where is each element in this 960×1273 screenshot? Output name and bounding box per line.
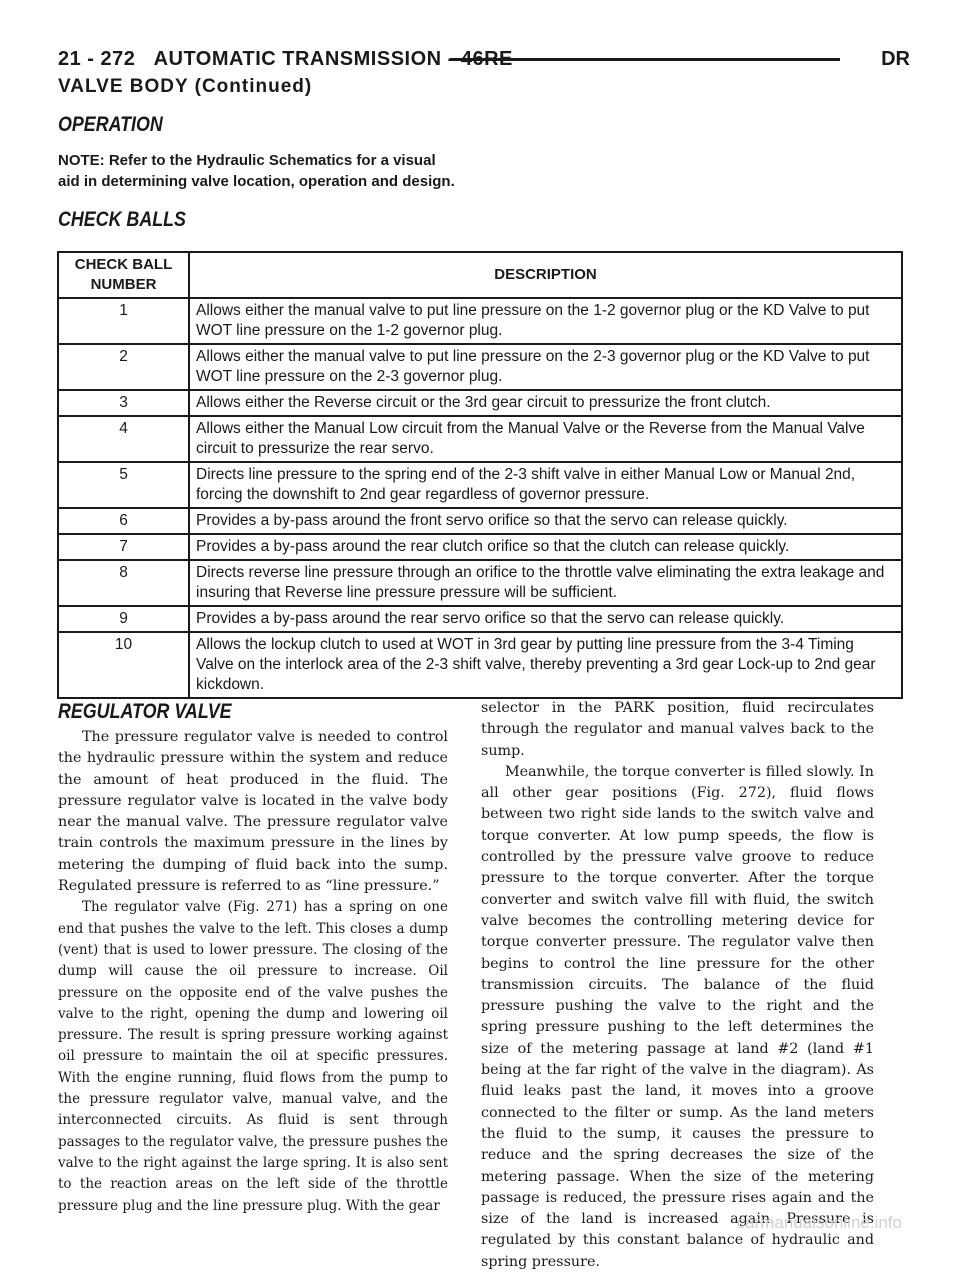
regulator-paragraph-2: The regulator valve (Fig. 271) has a spr… xyxy=(58,899,448,1214)
continued-heading: VALVE BODY (Continued) xyxy=(58,76,313,97)
check-ball-number: 3 xyxy=(57,389,190,417)
check-ball-description: Directs line pressure to the spring end … xyxy=(188,461,903,509)
regulator-paragraph-3: Meanwhile, the torque converter is fille… xyxy=(481,763,875,1270)
check-ball-description: Allows either the manual valve to put li… xyxy=(188,343,903,391)
col-header-description: DESCRIPTION xyxy=(188,251,903,299)
regulator-paragraph-1: The pressure regulator valve is needed t… xyxy=(58,729,448,895)
operation-note: NOTE: Refer to the Hydraulic Schematics … xyxy=(58,152,455,190)
check-ball-number: 10 xyxy=(57,631,190,699)
check-ball-number: 9 xyxy=(57,605,190,633)
check-ball-number: 2 xyxy=(57,343,190,391)
regulator-valve-heading: REGULATOR VALVE xyxy=(58,700,232,723)
col-header-number: CHECK BALL NUMBER xyxy=(57,251,190,299)
check-ball-number: 1 xyxy=(57,297,190,345)
right-column: selector in the PARK position, fluid rec… xyxy=(481,698,874,1273)
check-ball-description: Allows either the Manual Low circuit fro… xyxy=(188,415,903,463)
manual-title: AUTOMATIC TRANSMISSION - 46RE xyxy=(153,48,513,70)
check-ball-description: Provides a by-pass around the rear clutc… xyxy=(188,533,903,561)
check-balls-heading: CHECK BALLS xyxy=(58,208,186,231)
check-ball-number: 5 xyxy=(57,461,190,509)
page-ref: 21 - 272 xyxy=(58,48,136,70)
check-ball-description: Allows either the Reverse circuit or the… xyxy=(188,389,903,417)
check-ball-number: 4 xyxy=(57,415,190,463)
watermark: carmanualsonline.info xyxy=(736,1213,902,1232)
check-ball-number: 7 xyxy=(57,533,190,561)
table-header-row: CHECK BALL NUMBER DESCRIPTION xyxy=(57,251,903,299)
check-ball-number: 8 xyxy=(57,559,190,607)
check-ball-description: Directs reverse line pressure through an… xyxy=(188,559,903,607)
vehicle-code: DR xyxy=(881,48,910,70)
check-ball-number: 6 xyxy=(57,507,190,535)
page-header: 21 - 272 AUTOMATIC TRANSMISSION - 46RE D… xyxy=(58,44,910,74)
header-left: 21 - 272 AUTOMATIC TRANSMISSION - 46RE xyxy=(58,48,513,71)
check-ball-description: Provides a by-pass around the front serv… xyxy=(188,507,903,535)
header-rule xyxy=(450,58,840,61)
operation-heading: OPERATION xyxy=(58,113,163,136)
check-ball-description: Allows the lockup clutch to used at WOT … xyxy=(188,631,903,699)
check-ball-description: Allows either the manual valve to put li… xyxy=(188,297,903,345)
regulator-paragraph-2-cont: selector in the PARK position, fluid rec… xyxy=(481,700,874,759)
check-ball-description: Provides a by-pass around the rear servo… xyxy=(188,605,903,633)
left-column: The pressure regulator valve is needed t… xyxy=(58,727,448,1217)
